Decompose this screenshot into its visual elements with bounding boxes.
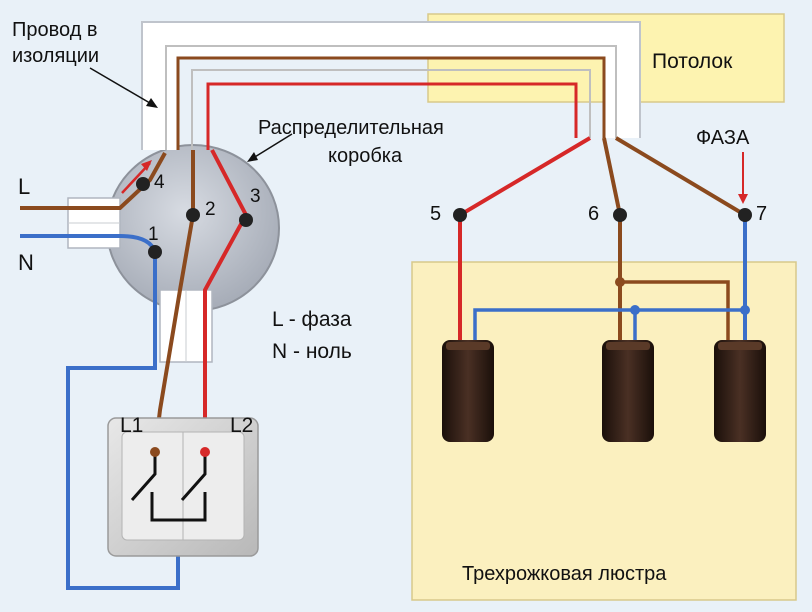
callout-insulation-leader: [89, 67, 156, 107]
label-switch-L2: L2: [230, 414, 253, 437]
wire-L2: [203, 149, 249, 452]
label-wire-insulation-line2: изоляции: [12, 45, 99, 67]
lamp-socket: [442, 340, 494, 442]
label-line-N: N: [18, 250, 34, 275]
wire-junction-dot: [630, 305, 640, 315]
terminal-dot-4: [136, 177, 150, 191]
chandelier-brown-link: [620, 280, 730, 345]
label-junction-box-line1: Распределительная: [258, 117, 444, 139]
terminal-dot-1: [148, 245, 162, 259]
terminal-dot-5: [453, 208, 467, 222]
terminal-label-7: 7: [756, 203, 767, 225]
terminal-label-6: 6: [588, 203, 599, 225]
terminal-dot-2: [186, 208, 200, 222]
label-line-L: L: [18, 174, 30, 199]
label-wire-insulation-line1: Провод в: [12, 19, 98, 41]
terminal-dot-6: [613, 208, 627, 222]
wire-L-in: [20, 152, 167, 210]
label-wire-insulation: Провод в изоляции: [12, 19, 99, 67]
terminal-dot-7: [738, 208, 752, 222]
lamp-socket: [602, 340, 654, 442]
terminal-dot-3: [239, 213, 253, 227]
legend-phase: L - фаза: [272, 308, 352, 331]
terminal-label-4: 4: [154, 172, 165, 193]
terminal-label-3: 3: [250, 186, 261, 207]
double-switch: [107, 417, 259, 557]
callout-box-leader: [249, 133, 293, 161]
label-junction-box-line2: коробка: [328, 145, 403, 167]
wire-junction-dot: [615, 277, 625, 287]
wire-junction-dot: [740, 305, 750, 315]
label-chandelier: Трехрожковая люстра: [462, 563, 667, 585]
terminal-label-1: 1: [148, 224, 159, 245]
wire-neutral-loop: [66, 252, 180, 590]
label-junction-box: Распределительная коробка: [258, 117, 444, 167]
terminal-label-2: 2: [205, 199, 216, 220]
label-switch-L1: L1: [120, 414, 143, 437]
label-phase-marker: ФАЗА: [696, 127, 750, 149]
chandelier-blue-link: [473, 308, 745, 345]
lamp-socket: [714, 340, 766, 442]
terminal-label-5: 5: [430, 203, 441, 225]
insulated-cable-bundle: [141, 21, 641, 150]
label-ceiling: Потолок: [652, 50, 733, 73]
legend-neutral: N - ноль: [272, 340, 352, 363]
